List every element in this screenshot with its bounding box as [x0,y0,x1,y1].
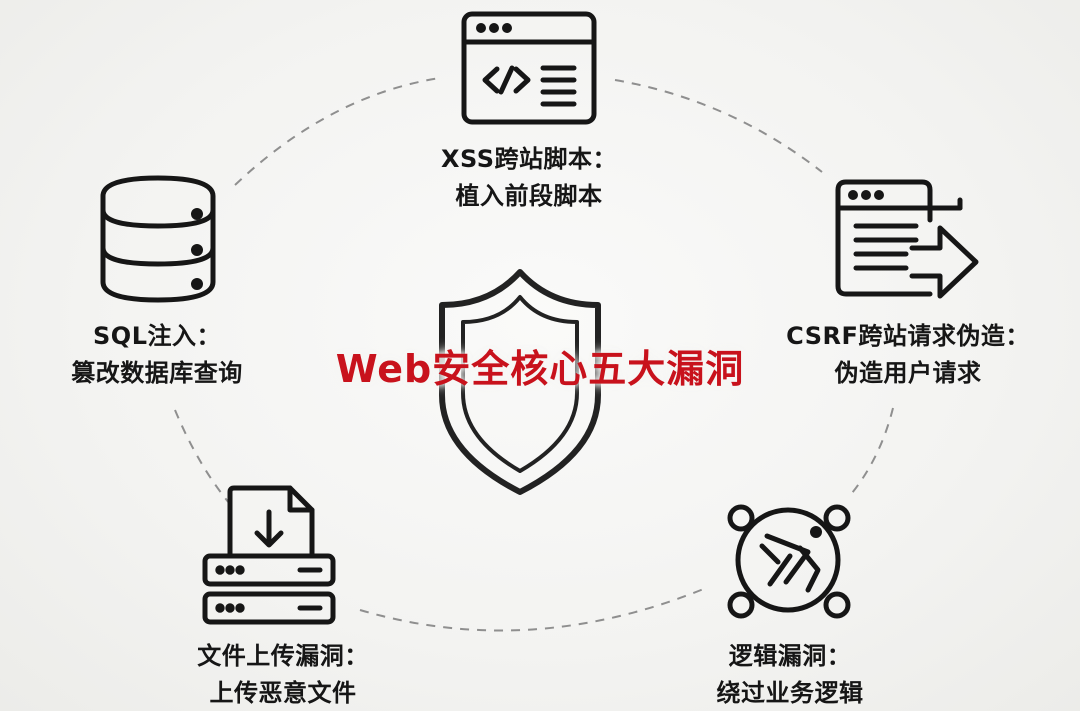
shield-outer [439,269,601,495]
csrf-node-label: CSRF跨站请求伪造： 伪造用户请求 [778,318,1038,392]
sql-title: SQL注入： [93,322,221,350]
figure-head [810,526,822,538]
server-led [225,603,235,613]
server-led [215,565,225,575]
window-dot [848,190,858,200]
ring-arc-top-left [234,77,441,186]
code-window-icon [461,11,597,125]
server-unit-bottom [202,591,336,625]
file-upload-server-icon [202,485,336,625]
window-dot [489,23,499,33]
server-led [235,603,245,613]
ring-arc-right [847,407,894,499]
logic-title: 逻辑漏洞： [728,642,852,670]
server-led [235,565,245,575]
csrf-title: CSRF跨站请求伪造： [786,322,1030,350]
request-forward-icon [835,179,979,299]
sql-description: 篡改数据库查询 [71,359,243,387]
code-bracket-left [482,66,500,94]
window-dot [476,23,486,33]
download-arrow-head [254,530,284,548]
window-frame [461,11,597,125]
window-titlebar-edge [927,197,963,211]
db-led [191,278,203,290]
logic-ring [735,507,841,613]
xss-description: 植入前段脚本 [455,182,603,210]
window-dot [874,190,884,200]
center-title: Web安全核心五大漏洞 [335,347,745,391]
db-led [191,208,203,220]
figure-arm [797,545,821,593]
sql-node-label: SQL注入： 篡改数据库查询 [52,318,262,392]
figure-body [764,533,811,585]
logic-node [727,591,755,619]
server-led [225,565,235,575]
db-bottom [100,248,216,303]
document-fold [287,485,315,513]
logic-node [727,504,755,532]
forward-arrow [909,225,979,299]
shield-icon [439,269,601,495]
window-dot [502,23,512,33]
csrf-description: 伪造用户请求 [834,359,982,387]
db-middle [100,210,216,267]
ring-arc-left [174,409,236,511]
window-frame [835,179,933,297]
ring-arc-bottom [359,587,707,632]
xss-node-label: XSS跨站脚本： 植入前段脚本 [429,141,629,215]
xss-title: XSS跨站脚本： [441,145,617,173]
upload-title: 文件上传漏洞： [197,642,369,670]
logic-node [823,504,851,532]
upload-node-label: 文件上传漏洞： 上传恶意文件 [178,638,388,711]
code-slash [498,65,515,95]
server-unit-top [202,553,336,587]
document-sheet [227,485,315,557]
logic-node-label: 逻辑漏洞： 绕过业务逻辑 [695,638,885,711]
code-bracket-right [513,66,531,94]
shield-inner [461,295,579,473]
database-icon [100,175,216,303]
server-led [215,603,225,613]
logic-bypass-icon [727,504,851,619]
upload-description: 上传恶意文件 [209,679,357,707]
logic-node [823,591,851,619]
figure-leg [767,553,793,587]
db-led [191,244,203,256]
figure-motion-line [759,543,781,565]
logic-description: 绕过业务逻辑 [716,679,864,707]
window-dot [861,190,871,200]
ring-arc-top-right [614,79,823,173]
